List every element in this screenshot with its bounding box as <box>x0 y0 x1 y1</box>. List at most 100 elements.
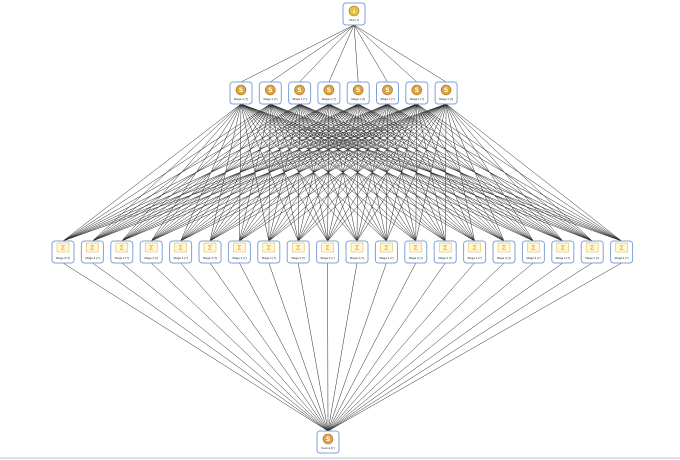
window-node[interactable]: S Stage 1 [?] <box>258 81 282 105</box>
edge-agg-to-window <box>240 103 505 242</box>
svg-text:Σ: Σ <box>502 244 507 252</box>
svg-text:Σ: Σ <box>384 244 389 252</box>
svg-text:Σ: Σ <box>472 244 477 252</box>
edge-source-to-agg <box>239 262 329 432</box>
svg-text:Σ: Σ <box>531 244 536 252</box>
node-label: Sink [?] <box>349 18 359 22</box>
node-label: Stage 2 [?] <box>173 256 187 260</box>
aggregate-icon: Σ <box>233 242 246 253</box>
svg-text:⇣: ⇣ <box>351 8 356 15</box>
aggregate-icon: Σ <box>585 242 599 253</box>
edge-agg-to-window <box>240 103 328 242</box>
node-label: Stage 2 [?] <box>467 256 481 260</box>
aggregate-icon: Σ <box>350 242 364 253</box>
aggregate-node[interactable]: Σ Stage 2 [?] <box>227 240 251 264</box>
node-label: Stage 2 [?] <box>232 256 246 260</box>
edge-source-to-agg <box>327 262 417 432</box>
svg-text:S: S <box>327 87 331 94</box>
aggregate-node[interactable]: Σ Stage 2 [?] <box>463 240 487 264</box>
svg-text:Σ: Σ <box>619 244 624 252</box>
svg-text:S: S <box>239 87 243 94</box>
edge-agg-to-window <box>240 103 563 242</box>
node-label: Stage 2 [?] <box>438 256 452 260</box>
aggregate-icon: Σ <box>86 242 99 253</box>
svg-text:S: S <box>326 436 330 443</box>
edge-agg-to-window <box>150 103 242 242</box>
source-node[interactable]: S Source [?] <box>316 430 340 454</box>
edges <box>62 24 622 432</box>
node-label: Stage 2 [?] <box>556 256 570 260</box>
edge-agg-to-window <box>240 103 270 242</box>
edge-agg-to-window <box>445 103 622 242</box>
edge-source-to-agg <box>151 262 329 432</box>
edge-source-to-agg <box>327 262 593 432</box>
node-label: Stage 2 [?] <box>350 256 364 260</box>
edge-agg-to-window <box>416 103 622 242</box>
aggregate-node[interactable]: Σ Stage 2 [?] <box>551 240 575 264</box>
svg-text:Σ: Σ <box>266 244 271 252</box>
aggregate-icon: Σ <box>556 242 570 253</box>
edge-window-to-sink <box>353 24 447 83</box>
edge-agg-to-window <box>121 103 242 242</box>
edge-agg-to-window <box>240 103 387 242</box>
aggregate-icon: Σ <box>56 242 70 253</box>
svg-text:Σ: Σ <box>90 244 95 252</box>
edge-source-to-agg <box>327 262 387 432</box>
aggregate-icon: Σ <box>321 242 334 253</box>
aggregate-node[interactable]: Σ Stage 2 [?] <box>169 240 193 264</box>
svg-text:S: S <box>268 87 272 94</box>
edge-source-to-agg <box>297 262 329 432</box>
aggregate-node[interactable]: Σ Stage 2 [?] <box>374 240 398 264</box>
svg-text:Σ: Σ <box>178 244 183 252</box>
window-node[interactable]: S Stage 1 [?] <box>229 81 253 105</box>
node-label: Stage 2 [?] <box>115 256 129 260</box>
edge-agg-to-window <box>92 103 242 242</box>
node-label: Stage 1 [?] <box>410 97 424 101</box>
node-label: Stage 2 [?] <box>379 256 393 260</box>
edge-source-to-agg <box>327 262 622 432</box>
svg-text:S: S <box>385 87 389 94</box>
edge-agg-to-window <box>387 103 622 242</box>
edge-window-to-sink <box>240 24 355 83</box>
node-label: Stage 1 [?] <box>234 97 248 101</box>
edge-agg-to-window <box>328 103 622 242</box>
edge-agg-to-window <box>240 103 446 242</box>
node-label: Stage 1 [?] <box>263 97 277 101</box>
edge-source-to-agg <box>121 262 329 432</box>
node-label: Stage 2 [?] <box>497 256 511 260</box>
aggregate-node[interactable]: Σ Stage 2 [?] <box>345 240 369 264</box>
sink-icon: ⇣ <box>348 5 360 17</box>
aggregate-node[interactable]: Σ Stage 2 [?] <box>492 240 516 264</box>
node-label: Stage 2 [?] <box>291 256 305 260</box>
edge-agg-to-window <box>209 103 242 242</box>
window-icon: S <box>440 84 452 96</box>
edge-window-to-sink <box>353 24 388 83</box>
node-label: Source [?] <box>321 446 334 450</box>
aggregate-node[interactable]: Σ Stage 2 [?] <box>433 240 457 264</box>
edge-agg-to-window <box>62 103 242 242</box>
edge-source-to-agg <box>327 262 358 432</box>
edge-source-to-agg <box>327 262 534 432</box>
aggregate-icon: Σ <box>174 242 187 253</box>
svg-text:Σ: Σ <box>237 244 242 252</box>
sink-node[interactable]: ⇣ Sink [?] <box>342 2 366 26</box>
svg-text:Σ: Σ <box>443 244 448 252</box>
